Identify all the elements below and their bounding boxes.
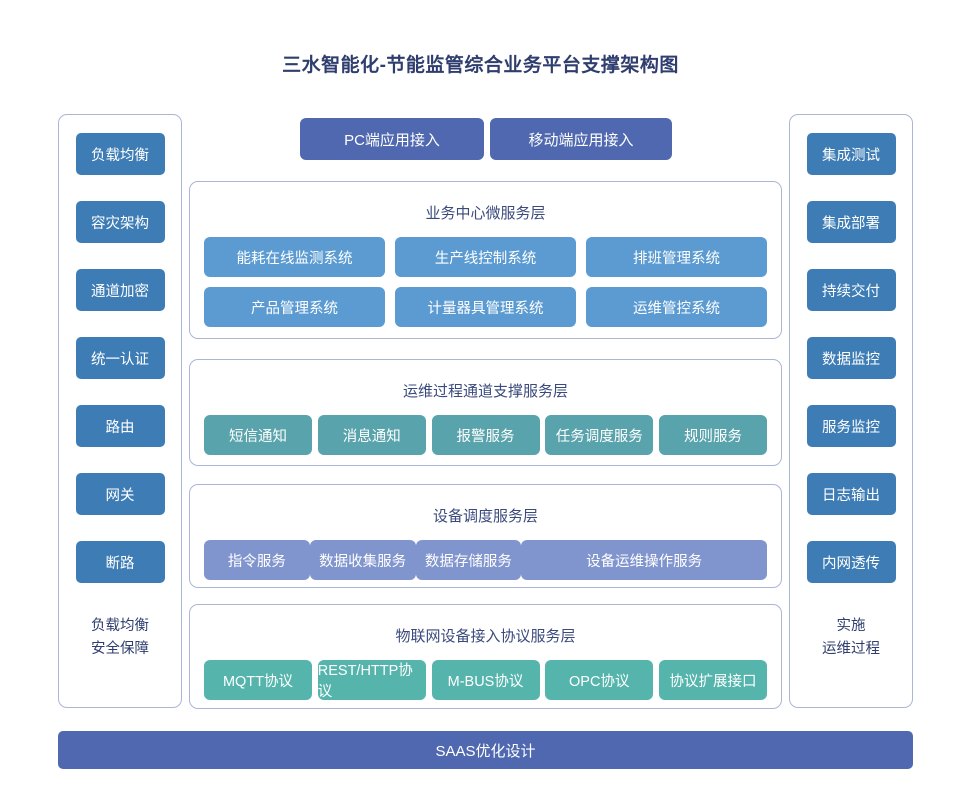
layer-2-cell-0-1[interactable]: 数据收集服务 <box>309 540 416 580</box>
layer-title-2: 设备调度服务层 <box>432 508 538 525</box>
layer-2-cell-0-3[interactable]: 设备运维操作服务 <box>521 540 768 580</box>
layer-1-row-0: 短信通知 消息通知 报警服务 任务调度服务 规则服务 <box>190 415 781 455</box>
right-column-caption: 实施 运维过程 <box>822 615 880 661</box>
left-column-item-6[interactable]: 断路 <box>75 541 165 583</box>
layer-3-cell-0-2[interactable]: M-BUS协议 <box>431 660 540 700</box>
layer-device-scheduling: 设备调度服务层 指令服务 数据收集服务 数据存储服务 设备运维操作服务 <box>189 484 782 588</box>
top-access-button-mobile[interactable]: 移动端应用接入 <box>490 118 672 160</box>
layer-0-cell-1-0[interactable]: 产品管理系统 <box>204 287 385 327</box>
layer-3-cell-0-3[interactable]: OPC协议 <box>545 660 654 700</box>
right-column-item-3[interactable]: 数据监控 <box>806 337 896 379</box>
layer-iot-protocol-access: 物联网设备接入协议服务层 MQTT协议 REST/HTTP协议 M-BUS协议 … <box>189 604 782 709</box>
right-column-item-2[interactable]: 持续交付 <box>806 269 896 311</box>
right-column-item-0[interactable]: 集成测试 <box>806 133 896 175</box>
page-title: 三水智能化-节能监管综合业务平台支撑架构图 <box>282 55 679 76</box>
left-column-item-4[interactable]: 路由 <box>75 405 165 447</box>
left-column-item-1[interactable]: 容灾架构 <box>75 201 165 243</box>
layer-0-cell-0-0[interactable]: 能耗在线监测系统 <box>204 237 385 277</box>
layer-title-1: 运维过程通道支撑服务层 <box>402 383 568 400</box>
left-capability-column: 负载均衡 容灾架构 通道加密 统一认证 路由 网关 断路 负载均衡 安全保障 <box>58 114 182 708</box>
left-column-item-2[interactable]: 通道加密 <box>75 269 165 311</box>
layer-ops-channel-support: 运维过程通道支撑服务层 短信通知 消息通知 报警服务 任务调度服务 规则服务 <box>189 359 782 466</box>
left-column-item-0[interactable]: 负载均衡 <box>75 133 165 175</box>
layer-0-cell-0-2[interactable]: 排班管理系统 <box>586 237 767 277</box>
layer-title-0: 业务中心微服务层 <box>425 205 546 222</box>
right-column-caption-line2: 运维过程 <box>822 641 880 657</box>
layer-0-row-1: 产品管理系统 计量器具管理系统 运维管控系统 <box>190 287 781 327</box>
layer-1-cell-0-4[interactable]: 规则服务 <box>659 415 767 455</box>
right-column-item-4[interactable]: 服务监控 <box>806 405 896 447</box>
left-column-item-5[interactable]: 网关 <box>75 473 165 515</box>
layer-2-cell-0-2[interactable]: 数据存储服务 <box>415 540 522 580</box>
right-column-item-5[interactable]: 日志输出 <box>806 473 896 515</box>
left-column-item-3[interactable]: 统一认证 <box>75 337 165 379</box>
layer-3-cell-0-1[interactable]: REST/HTTP协议 <box>317 660 426 700</box>
layer-3-cell-0-4[interactable]: 协议扩展接口 <box>659 660 767 700</box>
layer-1-cell-0-0[interactable]: 短信通知 <box>204 415 312 455</box>
layer-1-cell-0-2[interactable]: 报警服务 <box>431 415 540 455</box>
layer-1-cell-0-3[interactable]: 任务调度服务 <box>545 415 654 455</box>
layer-3-row-0: MQTT协议 REST/HTTP协议 M-BUS协议 OPC协议 协议扩展接口 <box>190 660 781 700</box>
layer-business-microservices: 业务中心微服务层 能耗在线监测系统 生产线控制系统 排班管理系统 产品管理系统 … <box>189 181 782 339</box>
layer-0-row-0: 能耗在线监测系统 生产线控制系统 排班管理系统 <box>190 237 781 277</box>
left-column-caption-line1: 负载均衡 <box>91 618 149 634</box>
layer-0-cell-1-2[interactable]: 运维管控系统 <box>586 287 767 327</box>
left-column-caption: 负载均衡 安全保障 <box>91 615 149 661</box>
right-column-item-1[interactable]: 集成部署 <box>806 201 896 243</box>
layer-2-cell-0-0[interactable]: 指令服务 <box>204 540 310 580</box>
top-access-button-pc[interactable]: PC端应用接入 <box>300 118 484 160</box>
layer-2-row-0: 指令服务 数据收集服务 数据存储服务 设备运维操作服务 <box>190 540 781 580</box>
right-column-item-6[interactable]: 内网透传 <box>806 541 896 583</box>
layer-0-cell-1-1[interactable]: 计量器具管理系统 <box>395 287 576 327</box>
right-column-caption-line1: 实施 <box>836 618 866 634</box>
saas-optimization-bar[interactable]: SAAS优化设计 <box>58 731 913 769</box>
layer-3-cell-0-0[interactable]: MQTT协议 <box>204 660 312 700</box>
right-devops-column: 集成测试 集成部署 持续交付 数据监控 服务监控 日志输出 内网透传 实施 运维… <box>789 114 913 708</box>
layer-0-cell-0-1[interactable]: 生产线控制系统 <box>395 237 576 277</box>
layer-title-3: 物联网设备接入协议服务层 <box>395 628 576 645</box>
left-column-caption-line2: 安全保障 <box>91 641 149 657</box>
layer-1-cell-0-1[interactable]: 消息通知 <box>317 415 426 455</box>
